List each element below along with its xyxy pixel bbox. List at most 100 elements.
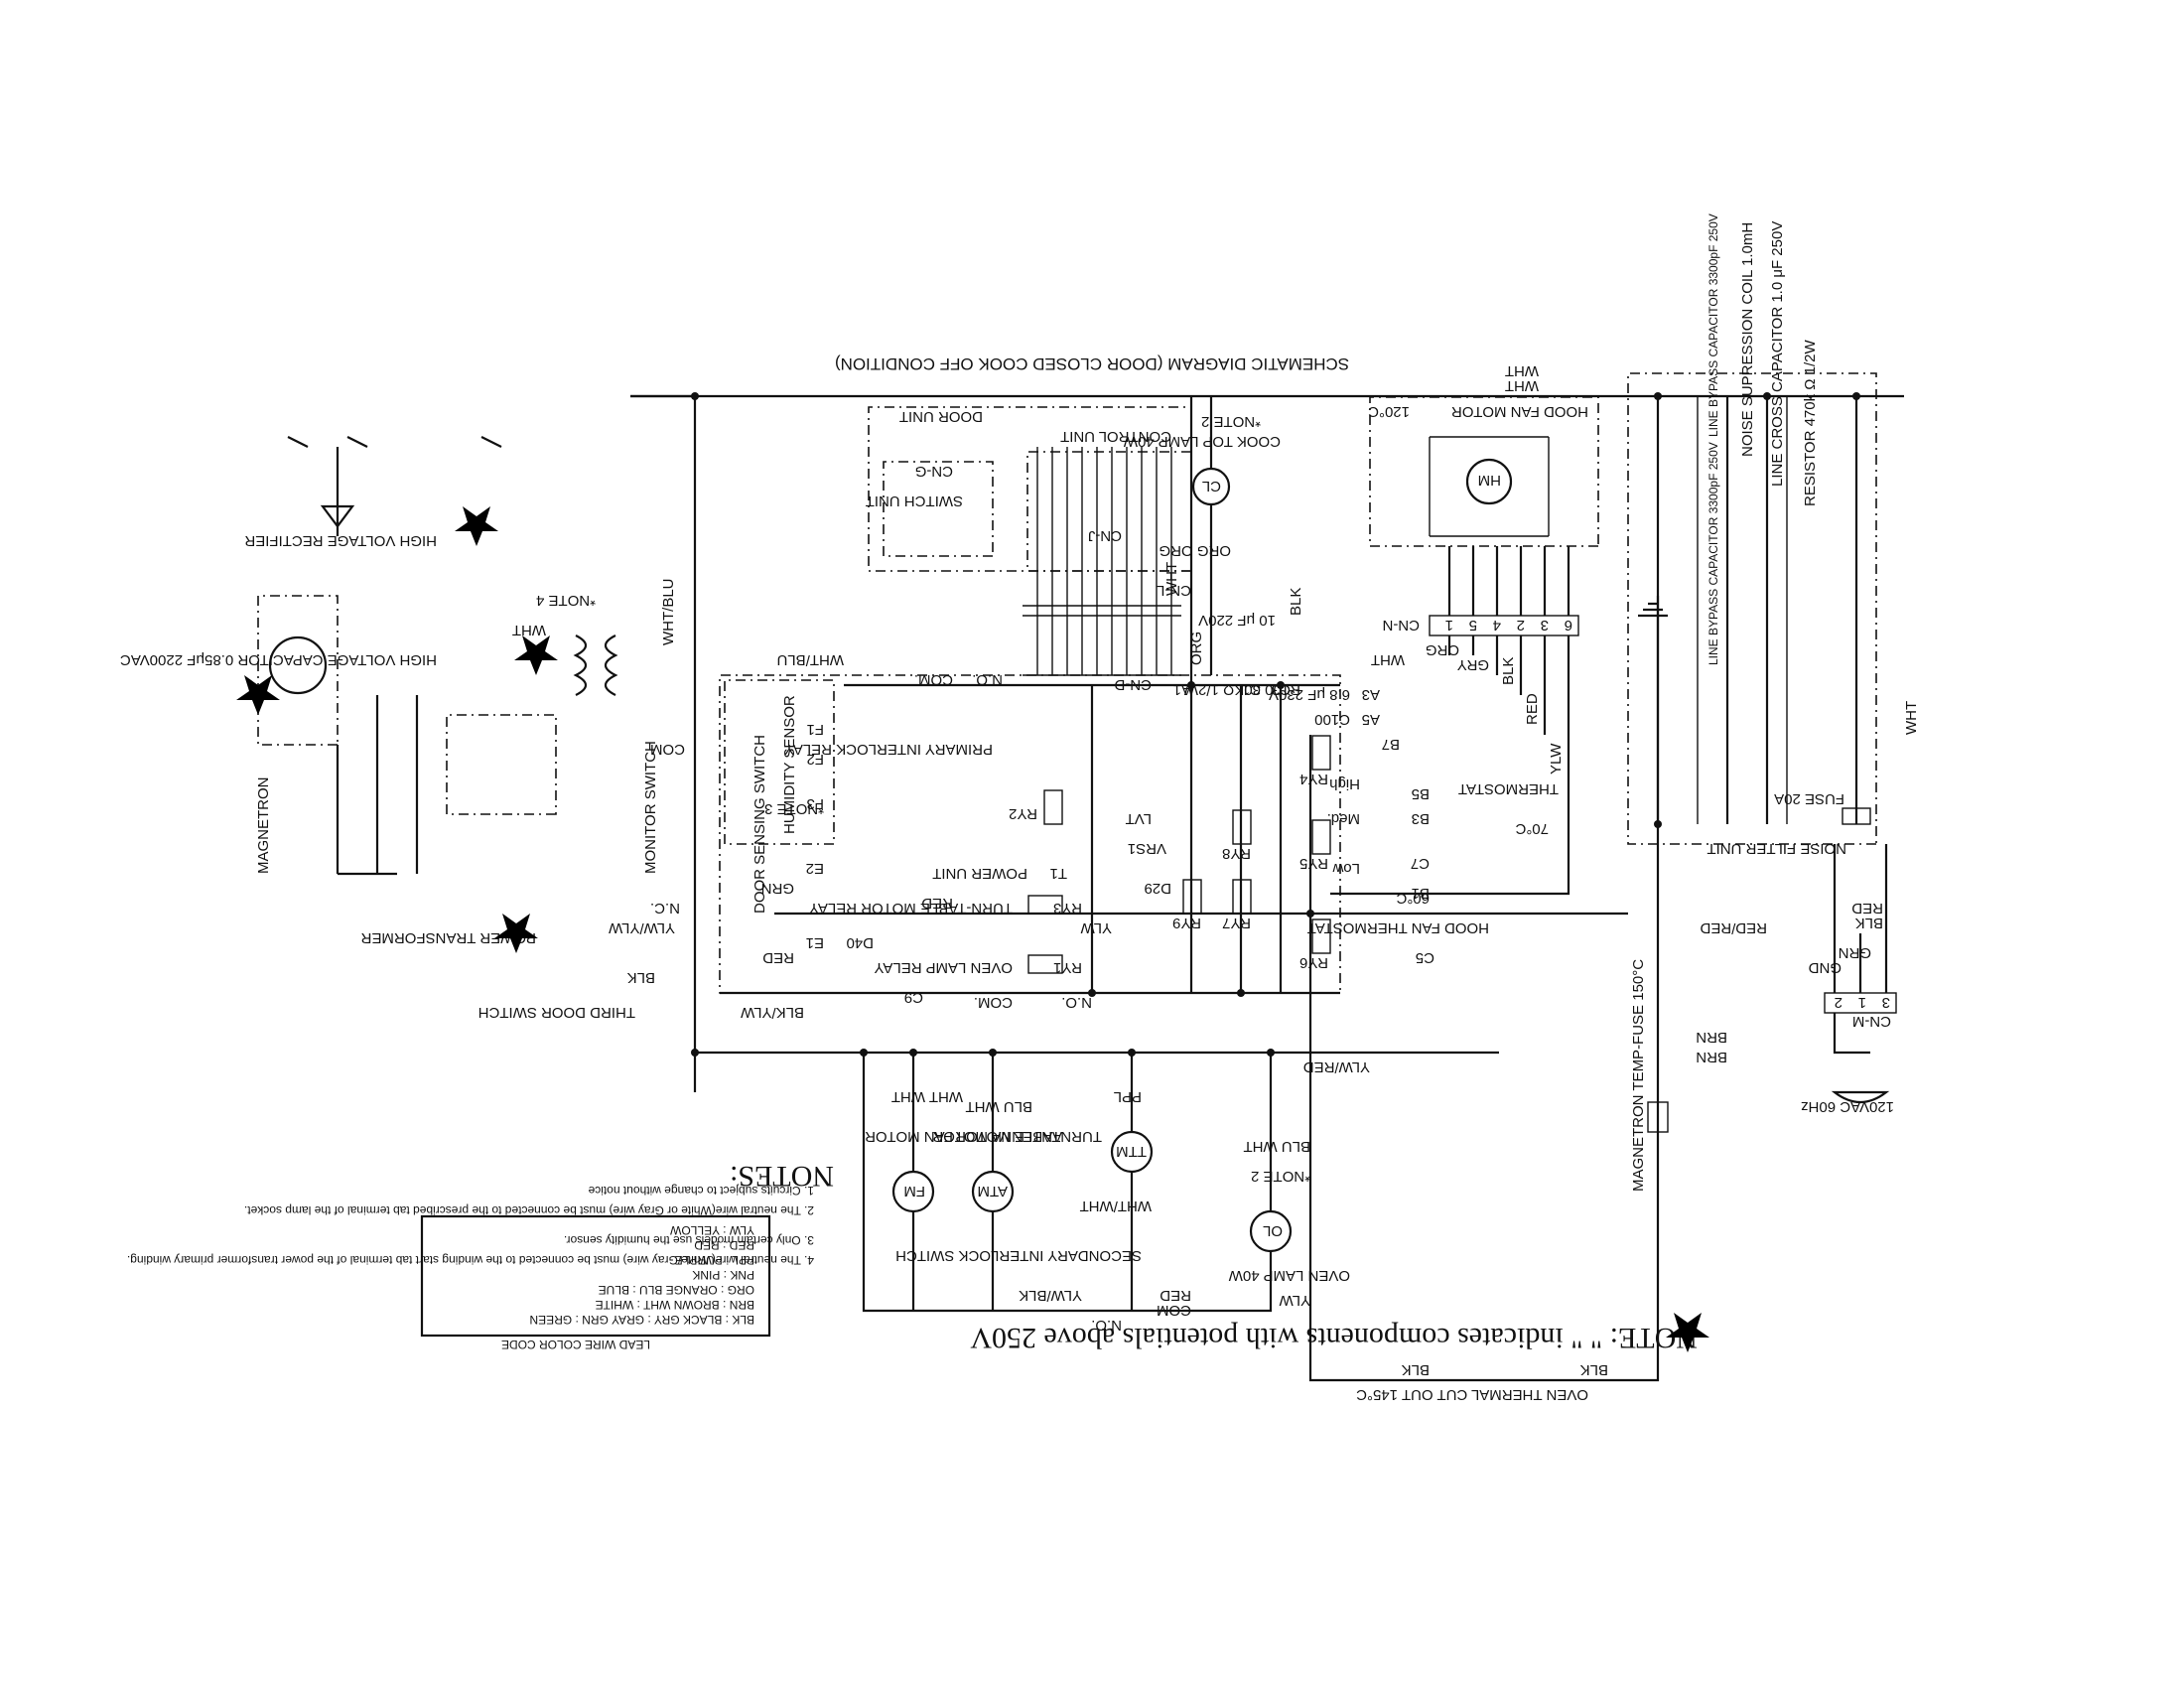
color-code-heading: LEAD WIRE COLOR CODE — [501, 1338, 650, 1351]
wire-gry-hood: GRY — [1457, 656, 1489, 673]
wire-org-hood: ORG — [1426, 641, 1459, 658]
plug-wire — [1833, 1013, 1870, 1055]
note2-oven-label: *NOTE 2 — [1251, 1168, 1310, 1185]
plug-icon — [1831, 1090, 1890, 1104]
cap-10uf-label: 10 μF 220V — [1198, 612, 1276, 629]
f2-label: F2 — [806, 751, 824, 768]
hv-star-icons — [236, 506, 1709, 1352]
hood-thermostat-label: HOOD FAN THERMOSTAT — [1307, 919, 1489, 936]
wire-grn-sensor: GRN — [761, 880, 794, 897]
oven-relay-no-label: N.O. — [1061, 994, 1092, 1011]
wire-red-c5: RED — [921, 895, 953, 912]
filter-wires-2 — [1697, 396, 1788, 824]
svg-text:PNK : PINK: PNK : PINK — [692, 1268, 754, 1282]
third-door-switch-label: THIRD DOOR SWITCH — [478, 1004, 635, 1021]
wire-blk-third: BLK — [627, 969, 655, 986]
svg-text:PPL : PURPLE: PPL : PURPLE — [675, 1253, 754, 1267]
notes-block: NOTES: 1. Circuits subject to change wit… — [127, 1160, 834, 1267]
svg-text:C5: C5 — [1416, 949, 1434, 966]
svg-text:B1: B1 — [1412, 885, 1430, 902]
cap-68uf-label: 6.8 μF 230V — [1269, 686, 1350, 703]
diagram-title: SCHEMATIC DIAGRAM (DOOR CLOSED COOK OFF … — [835, 354, 1349, 373]
grn-label: GRN — [1839, 944, 1871, 961]
magnetron-fuse-wire — [1308, 596, 1660, 1382]
blk-label: BLK — [1855, 915, 1883, 931]
svg-text:3: 3 — [1541, 617, 1549, 634]
magnetron-icon — [268, 635, 328, 695]
cn-l-bus — [1023, 447, 1181, 686]
wire-ylw-red: YLW/RED — [1303, 1058, 1370, 1075]
color-code-rows: BLK : BLACK GRY : GRAY GRN : GREEN BRN :… — [529, 1223, 754, 1327]
wire-blk-hood: BLK — [1500, 657, 1517, 685]
svg-text:5: 5 — [1469, 617, 1477, 634]
noise-filter-box — [1627, 372, 1877, 845]
cn-n-wires-down — [1447, 635, 1570, 844]
fuse-symbol — [1842, 807, 1871, 825]
svg-text:RY6: RY6 — [1299, 954, 1328, 971]
svg-text:YLW : YELLOW: YLW : YELLOW — [669, 1223, 754, 1237]
note-item-2: 2. The neutral wire(White or Gray wire) … — [244, 1203, 814, 1217]
wire-red-secondary: RED — [1160, 1287, 1191, 1304]
wire-wht-hood: WHT — [1371, 651, 1405, 668]
svg-text:T1: T1 — [1049, 865, 1067, 882]
c100-label: C100 — [1314, 711, 1350, 728]
humidity-sensor-label: HUMIDITY SENSOR — [781, 695, 798, 834]
wire-blk-thermal-1: BLK — [1580, 1361, 1608, 1378]
svg-text:RY8: RY8 — [1222, 845, 1251, 862]
primary-relay-label: PRIMARY INTERLOCK RELAY — [784, 741, 993, 758]
wire-org-org: ORG ORG — [1159, 542, 1231, 559]
cn-m-pin-1: 1 — [1858, 994, 1866, 1011]
wire-label-wht-top2: WHT — [1505, 362, 1539, 379]
top-lamp-label: COOK TOP LAMP 40W — [1123, 433, 1281, 450]
fan-motor-label: FAN MOTOR — [865, 1128, 953, 1145]
wire-ylw-ylw: YLW/YLW — [608, 919, 675, 936]
cn-n-connector — [1429, 615, 1579, 636]
wire-label-wht-top1: WHT — [1505, 377, 1539, 394]
cn-m-label: CN-M — [1852, 1013, 1891, 1030]
wire-wht-blu-2: WHT/BLU — [660, 579, 677, 646]
monitor-nc-label: N.C. — [650, 900, 680, 917]
filter-wires — [1656, 396, 1858, 824]
hv-main-wire — [630, 394, 697, 1092]
wire-wht-hv: WHT — [512, 622, 546, 638]
wire-ylw-oven: YLW — [1279, 1292, 1310, 1309]
loads-bus — [695, 1051, 1499, 1172]
svg-text:RY7: RY7 — [1222, 915, 1251, 931]
noise-filter-label: NOISE FILTER UNIT — [1706, 840, 1846, 857]
wire-red-red: RED/RED — [1700, 919, 1767, 936]
transformer-primary-icon — [604, 635, 618, 696]
color-code-box — [420, 1214, 771, 1338]
svg-text:RED : RED: RED : RED — [694, 1238, 754, 1252]
note3-label: *NOTE 3 — [764, 800, 824, 817]
resistor-label: RESISTOR 470k Ω 1/2W — [1802, 339, 1819, 506]
d29-label: D29 — [1144, 880, 1171, 897]
turntable-relay-label: TURN-TABLE MOTOR RELAY — [809, 900, 1013, 917]
red-label: RED — [1851, 900, 1883, 917]
oven-thermal-label: OVEN THERMAL CUT OUT 145°C — [1356, 1386, 1588, 1403]
svg-text:C7: C7 — [1411, 855, 1430, 872]
cn-j-label: CN-J — [1088, 527, 1122, 544]
noise-coil-label: NOISE SUPRESSION COIL 1.0mH — [1739, 222, 1756, 457]
svg-text:A3: A3 — [1362, 686, 1380, 703]
wire-blu-wht-oven: BLU WHT — [1244, 1138, 1311, 1155]
speed-med-label: Med. — [1327, 810, 1360, 827]
svg-text:BRN : BROWN WHT : WHITE: BRN : BROWN WHT : WHITE — [596, 1298, 754, 1312]
hood-fan-box — [1369, 396, 1599, 547]
wire-ylw-blk: YLW/BLK — [1019, 1287, 1082, 1304]
humidity-sensor-box — [724, 679, 835, 845]
note-item-3: 3. Only certain models use the humidity … — [564, 1233, 814, 1247]
d40-label: D40 — [846, 934, 874, 951]
fm-label: FM — [903, 1183, 925, 1199]
svg-text:RY5: RY5 — [1299, 855, 1328, 872]
hv-ground-icons — [287, 436, 502, 448]
wire-ylw-hood: YLW — [1548, 743, 1565, 775]
svg-text:C1: C1 — [1242, 681, 1261, 698]
svg-text:BLK : BLACK GRY : GRAY G: BLK : BLACK GRY : GRAY GRN : GREEN — [529, 1313, 754, 1327]
atm-label: ATM — [977, 1183, 1008, 1199]
svg-text:RY4: RY4 — [1299, 771, 1328, 787]
wire-ylw-c7: YLW — [1080, 919, 1112, 936]
svg-text:RY2: RY2 — [1009, 805, 1037, 822]
hood-fan-label: HOOD FAN MOTOR — [1451, 403, 1588, 420]
hv-capacitor-box — [446, 714, 557, 815]
